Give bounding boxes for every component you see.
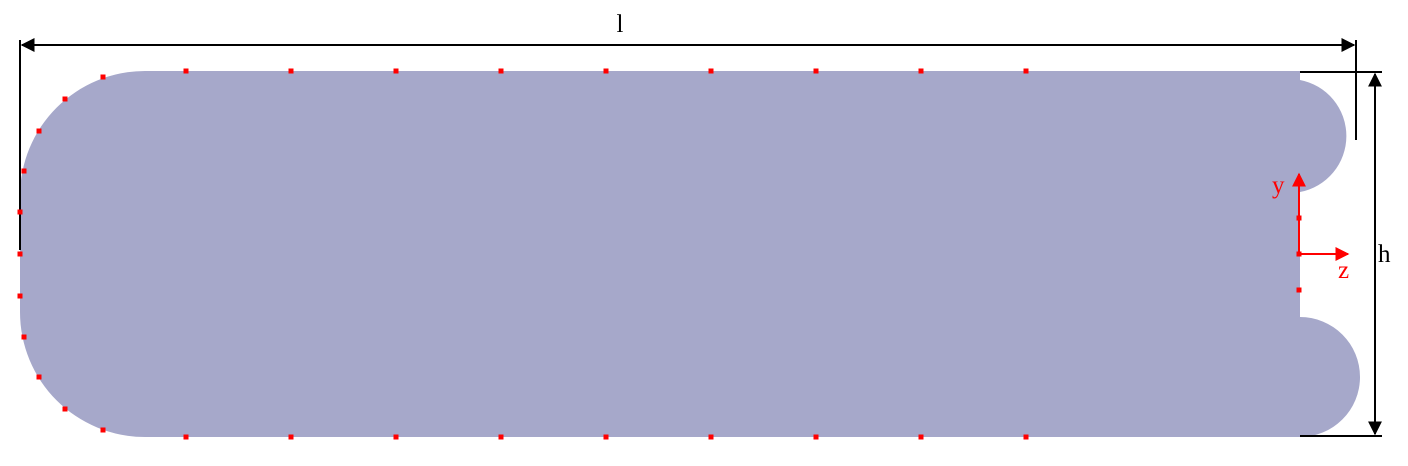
boundary-point [918,68,924,74]
boundary-point [21,168,27,174]
y-axis-label: y [1272,172,1285,199]
boundary-point [17,251,23,257]
boundary-point [813,434,819,440]
boundary-point [17,209,23,215]
boundary-point [36,128,42,134]
boundary-point [183,68,189,74]
boundary-point [1023,68,1029,74]
boundary-point [393,434,399,440]
boundary-point [498,434,504,440]
boundary-point [1296,287,1302,293]
height-label: h [1378,241,1391,268]
boundary-point [708,434,714,440]
boundary-point [62,96,68,102]
boundary-point [603,68,609,74]
cross-section-shape [20,71,1360,437]
boundary-point [100,74,106,80]
boundary-point [21,334,27,340]
boundary-point [183,434,189,440]
boundary-point [393,68,399,74]
boundary-point [813,68,819,74]
boundary-point [62,406,68,412]
boundary-point [498,68,504,74]
boundary-point [708,68,714,74]
boundary-point [100,427,106,433]
length-label: l [617,11,624,38]
boundary-point [288,434,294,440]
boundary-point [1023,434,1029,440]
z-axis-label: z [1338,257,1349,284]
boundary-point [36,374,42,380]
boundary-points [17,68,1302,440]
boundary-point [288,68,294,74]
boundary-point [1296,215,1302,221]
boundary-point [17,293,23,299]
boundary-point [1296,251,1302,257]
boundary-point [603,434,609,440]
boundary-point [918,434,924,440]
